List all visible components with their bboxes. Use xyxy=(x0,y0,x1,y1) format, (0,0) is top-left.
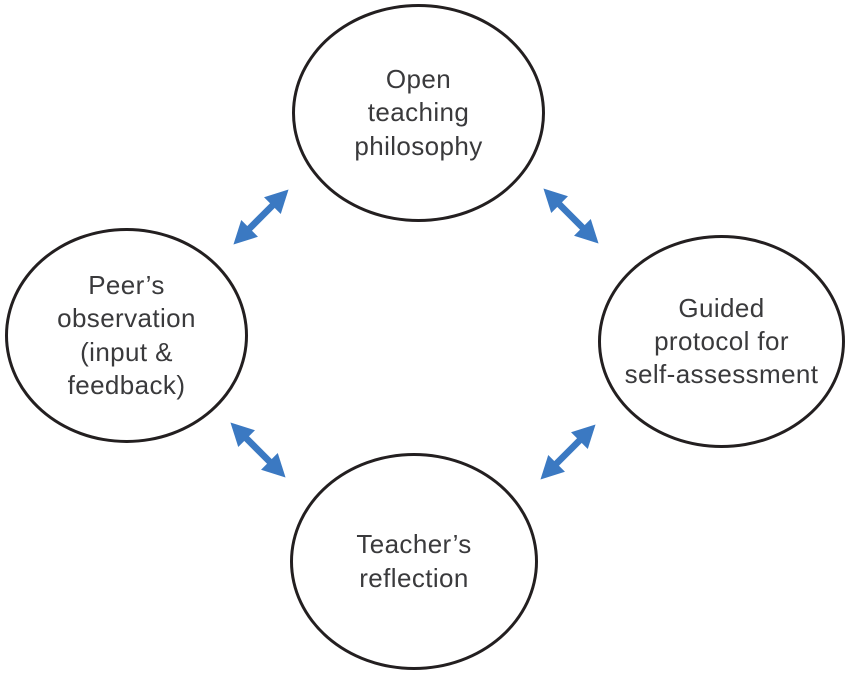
label-line: philosophy xyxy=(354,130,483,161)
label-line: Open xyxy=(385,64,452,95)
label-line: observation xyxy=(57,303,196,334)
arrow-head-icon xyxy=(543,188,568,213)
label-line: Peer’s xyxy=(88,270,165,301)
label-line: (input & xyxy=(80,336,173,367)
arrow-head-icon xyxy=(264,189,289,214)
arrow-head-icon xyxy=(233,220,258,245)
arrow-head-icon xyxy=(574,219,599,244)
arrow-shaft xyxy=(552,436,584,468)
label-line: Teacher’s xyxy=(356,529,472,560)
bidirectional-arrow-teachers-reflection-guided-protocol xyxy=(540,424,596,480)
node-guided-protocol-for-self-assessment: Guided protocol for self-assessment xyxy=(598,235,845,448)
label-line: protocol for xyxy=(654,325,789,356)
node-open-teaching-philosophy: Open teaching philosophy xyxy=(292,4,545,222)
arrow-head-icon xyxy=(261,453,286,478)
label-line: teaching xyxy=(367,97,470,128)
label-line: reflection xyxy=(359,562,469,593)
label-line: feedback) xyxy=(67,369,186,400)
node-label-peers-observation: Peer’s observation (input & feedback) xyxy=(57,269,196,401)
arrow-shaft xyxy=(245,201,277,233)
node-teachers-reflection: Teacher’s reflection xyxy=(290,453,538,670)
bidirectional-arrow-peers-observation-open-philosophy xyxy=(233,189,289,245)
node-label-teachers-reflection: Teacher’s reflection xyxy=(356,528,471,594)
label-line: Guided xyxy=(678,292,765,323)
bidirectional-arrow-open-philosophy-guided-protocol xyxy=(543,188,599,244)
node-peers-observation: Peer’s observation (input & feedback) xyxy=(5,228,248,443)
arrow-head-icon xyxy=(230,422,255,447)
label-line: self-assessment xyxy=(624,359,819,389)
node-label-guided-protocol: Guided protocol for self-assessment xyxy=(625,292,819,391)
bidirectional-arrow-peers-observation-teachers-reflection xyxy=(230,422,286,478)
arrow-shaft xyxy=(242,434,274,466)
arrow-shaft xyxy=(555,200,587,232)
node-label-open-teaching-philosophy: Open teaching philosophy xyxy=(354,63,482,162)
arrow-head-icon xyxy=(540,455,565,480)
arrow-head-icon xyxy=(571,424,596,449)
